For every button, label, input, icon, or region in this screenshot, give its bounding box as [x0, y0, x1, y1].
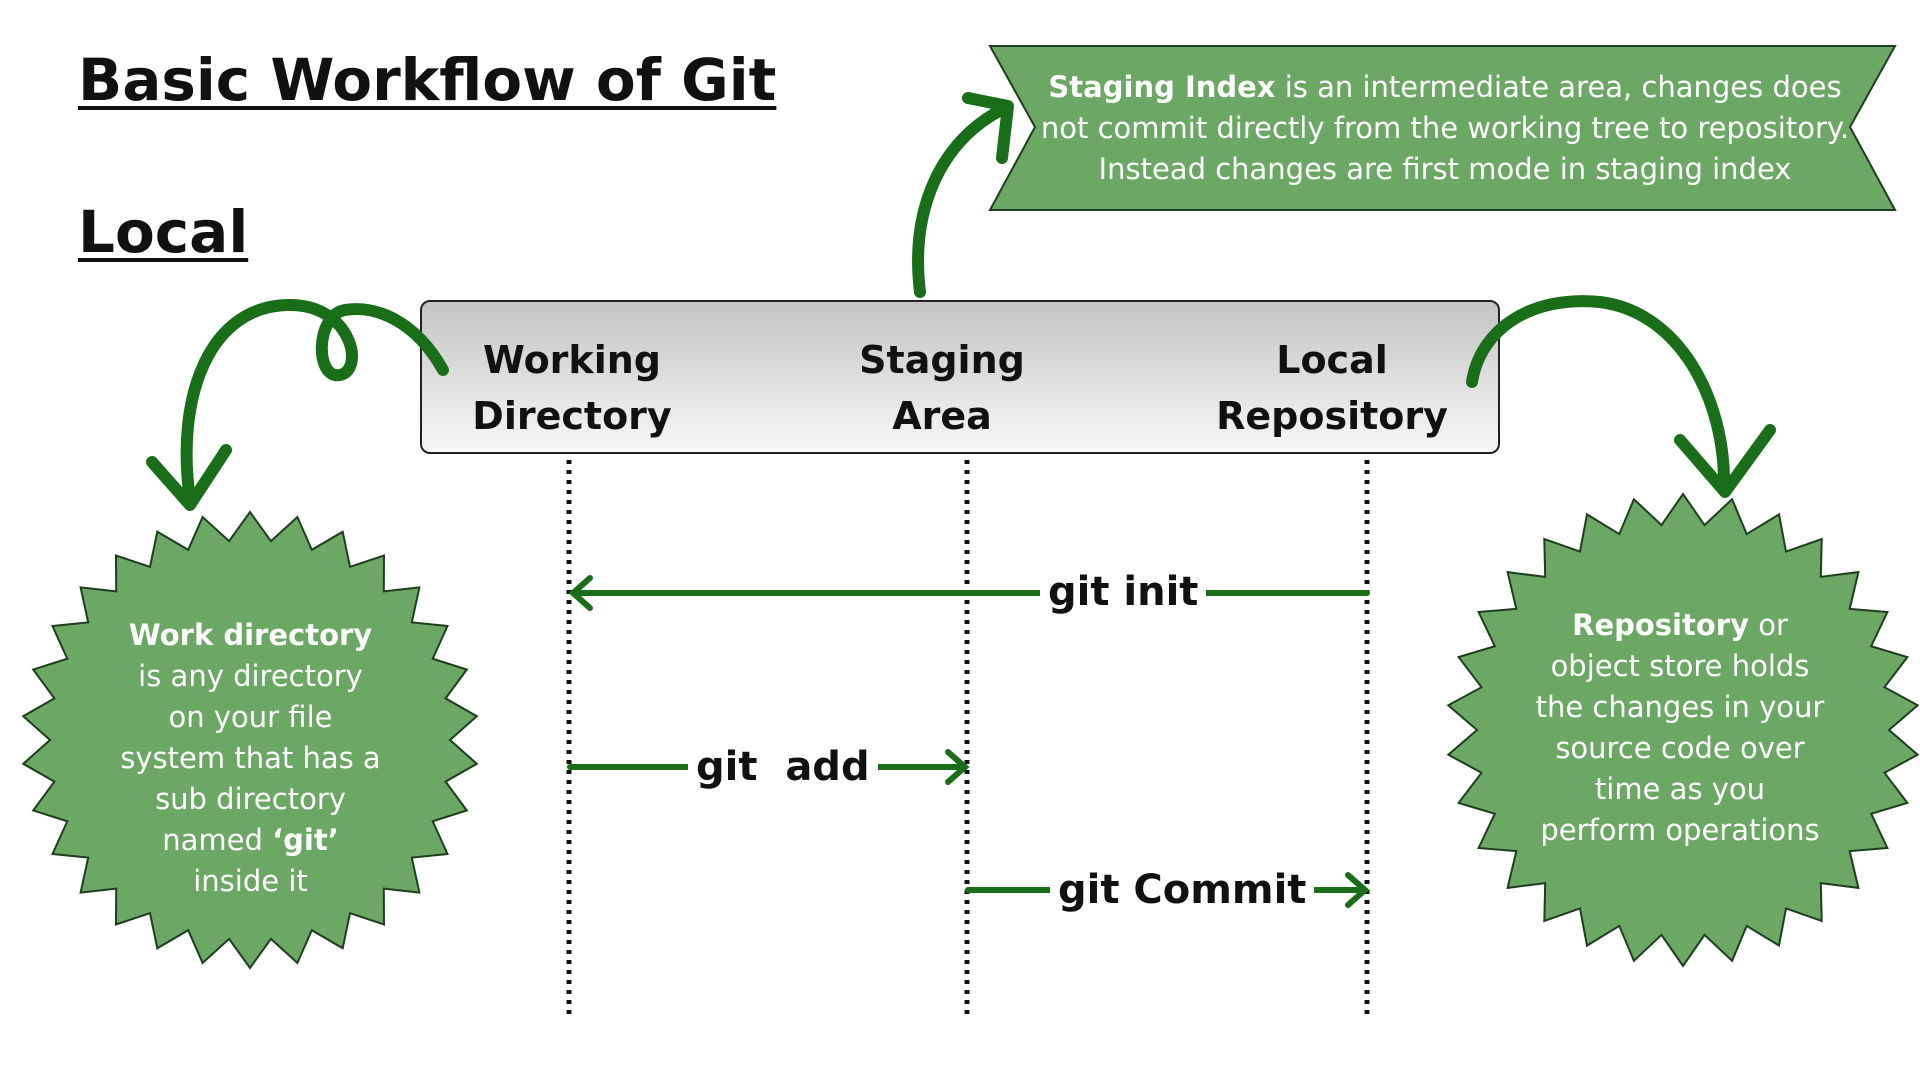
staging-callout-bold: Staging Index: [1048, 70, 1276, 104]
staging-callout-body: is an intermediate area, changes does no…: [1040, 70, 1850, 186]
work-directory-callout-body: is any directory on your file system tha…: [120, 659, 381, 857]
stage-header-bar: Working Directory Staging Area Local Rep…: [420, 300, 1500, 454]
git-init-arrow: [568, 575, 1370, 611]
repository-callout-text: Repository or object store holds the cha…: [1535, 605, 1825, 851]
staging-callout-ribbon: [988, 45, 1897, 211]
git-add-label: git add: [688, 741, 878, 793]
staging-callout-text: Staging Index is an intermediate area, c…: [1030, 67, 1860, 190]
repository-pointer-arrow: [1466, 295, 1776, 498]
section-title: Local: [78, 198, 249, 266]
page-title: Basic Workflow of Git: [78, 46, 777, 114]
work-directory-callout-text: Work directory is any directory on your …: [118, 615, 383, 902]
repository-callout-bold: Repository: [1572, 608, 1749, 642]
column-label-working-directory: Working Directory: [472, 338, 672, 438]
work-directory-callout-git: ‘git’: [272, 823, 339, 857]
work-directory-callout-tail: inside it: [193, 864, 308, 898]
work-directory-callout-burst: [21, 510, 479, 970]
working-directory-curl-arrow: [146, 299, 449, 511]
repository-callout-body: or object store holds the changes in you…: [1535, 608, 1825, 847]
column-label-staging-area: Staging Area: [859, 338, 1025, 438]
repository-callout-burst: [1446, 492, 1920, 968]
column-label-local-repository: Local Repository: [1216, 338, 1448, 438]
git-init-label: git init: [1040, 566, 1207, 618]
staging-pointer-arrow: [912, 92, 1014, 298]
work-directory-callout-bold: Work directory: [128, 618, 373, 652]
git-commit-label: git Commit: [1050, 864, 1315, 916]
